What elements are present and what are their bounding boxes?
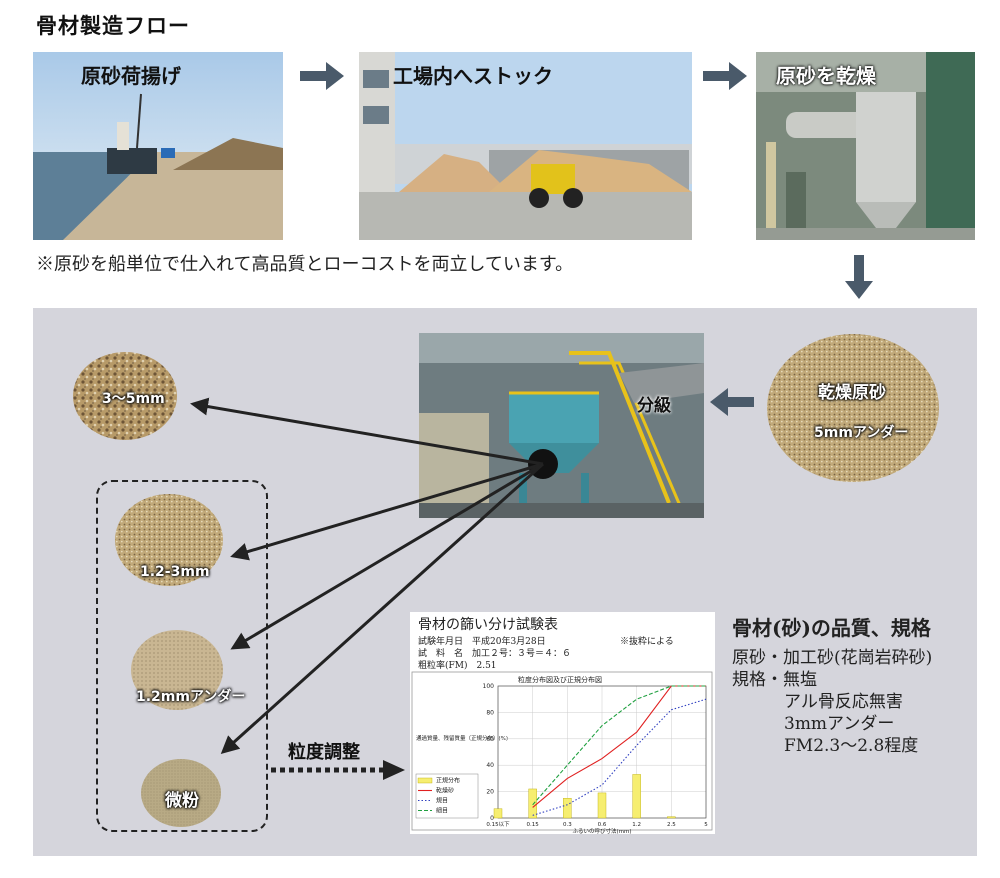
input-arrow-left (710, 388, 754, 416)
chart-legend-swatch-0 (417, 777, 433, 784)
page-heading: 骨材製造フロー (36, 14, 190, 38)
chart-legend-label-1: 乾燥砂 (436, 787, 454, 795)
output-label-1.2-3mm: 1.2-3mm (140, 564, 210, 580)
chart-legend-label-3: 細目 (436, 807, 448, 815)
chart-ytick-0: 0 (490, 815, 494, 822)
flow-arrow-right-1 (300, 62, 344, 90)
input-pile-name: 乾燥原砂 (818, 383, 886, 403)
chart-ylabel: 通過質量、残留質量（正規分布）(%) (416, 734, 508, 742)
chart-bar-4 (632, 774, 641, 819)
spec-line-size: 3mmアンダー (784, 714, 895, 734)
chart-legend-label-0: 正規分布 (436, 777, 460, 785)
chart-xtick-1: 0.15 (527, 822, 540, 828)
chart-bar-0 (493, 808, 503, 819)
chart-series-line-1 (532, 685, 706, 808)
chart-ytick-5: 100 (483, 683, 495, 690)
sand-pile-3-5mm (73, 352, 177, 440)
sieve-table-title: 骨材の篩い分け試験表 (418, 617, 558, 633)
spec-line-asr: アル骨反応無害 (784, 692, 903, 712)
arrow-to-3-5mm (190, 397, 544, 466)
input-pile-size: 5mmアンダー (814, 425, 909, 441)
chart-ytick-2: 40 (486, 762, 494, 769)
spec-line-material: 原砂・加工砂(花崗岩砕砂) (732, 648, 933, 668)
sieve-table-date: 試験年月日 平成20年3月28日 (418, 637, 546, 647)
sieve-table-fm: 粗粒率(FM) 2.51 (418, 661, 497, 671)
chart-legend-label-2: 規目 (436, 797, 448, 805)
output-label-under-1.2mm: 1.2mmアンダー (136, 689, 246, 705)
output-label-3-5mm: 3〜5mm (102, 391, 165, 407)
grain-adjust-label: 粒度調整 (288, 742, 360, 763)
flow-label-drying: 原砂を乾燥 (776, 64, 876, 88)
chart-xtick-2: 0.3 (563, 822, 572, 828)
output-label-fine-powder: 微粉 (165, 791, 199, 811)
chart-ytick-4: 80 (486, 709, 494, 716)
chart-bar-5 (667, 816, 676, 819)
chart-series-line-2 (532, 698, 707, 816)
chart-xtick-0: 0.15以下 (486, 821, 510, 828)
sieve-table-sample: 試 料 名 加工２号：３号＝４：６ (418, 649, 572, 659)
photo-sand-drying: 原砂を乾燥 (756, 52, 975, 240)
classification-diagram (73, 334, 939, 827)
arrow-to-under-1.2mm (230, 462, 544, 650)
spec-line-fm: FM2.3〜2.8程度 (784, 736, 919, 756)
fine-fraction-group (96, 480, 268, 832)
chart-xlabel: ふるいの呼び寸法(mm) (572, 827, 631, 834)
sieve-table-note: ※抜粋による (620, 637, 674, 647)
photo-classifier: 分級 (419, 333, 704, 518)
chart-series-line-3 (532, 685, 706, 806)
sourcing-note: ※原砂を船単位で仕入れて高品質とローコストを両立しています。 (36, 254, 574, 275)
photo-factory-stock: 工場内へストック (359, 52, 692, 240)
spec-block: 骨材(砂)の品質、規格 原砂・加工砂(花崗岩砕砂) 規格・無塩 アル骨反応無害 … (732, 612, 932, 757)
arrow-to-fine-powder (220, 462, 545, 755)
chart-bar-1 (528, 788, 537, 819)
sand-pile-under-1.2mm (131, 630, 223, 710)
chart-title: 粒度分布図及び正規分布図 (518, 675, 602, 684)
arrow-to-1.2-3mm (230, 462, 544, 561)
sieve-test-sheet: 骨材の篩い分け試験表 試験年月日 平成20年3月28日 試 料 名 加工２号：３… (410, 612, 715, 834)
flow-label-unloading: 原砂荷揚げ (81, 64, 181, 88)
chart-bar-3 (597, 792, 607, 819)
chart-xtick-5: 2.5 (667, 822, 676, 828)
chart-bar-2 (563, 797, 572, 819)
flow-arrow-right-2 (703, 62, 747, 90)
flow-label-stock: 工場内へストック (393, 64, 553, 88)
sand-pile-fine-powder (141, 759, 221, 827)
sand-pile-dried-raw (767, 334, 939, 482)
chart-ytick-3: 60 (486, 736, 494, 743)
chart-ytick-1: 20 (486, 789, 494, 796)
classifier-label: 分級 (637, 396, 671, 416)
spec-line-standard: 規格・無塩 (732, 670, 817, 690)
chart-xtick-6: 5 (704, 822, 708, 828)
flow-arrow-down (845, 255, 873, 299)
chart-xtick-3: 0.6 (598, 822, 607, 828)
adjust-arrow-head (383, 760, 405, 780)
spec-title: 骨材(砂)の品質、規格 (732, 616, 931, 640)
chart-xtick-4: 1.2 (632, 822, 641, 828)
sand-pile-1.2-3mm (115, 494, 223, 586)
photo-sand-unloading: 原砂荷揚げ (33, 52, 283, 240)
